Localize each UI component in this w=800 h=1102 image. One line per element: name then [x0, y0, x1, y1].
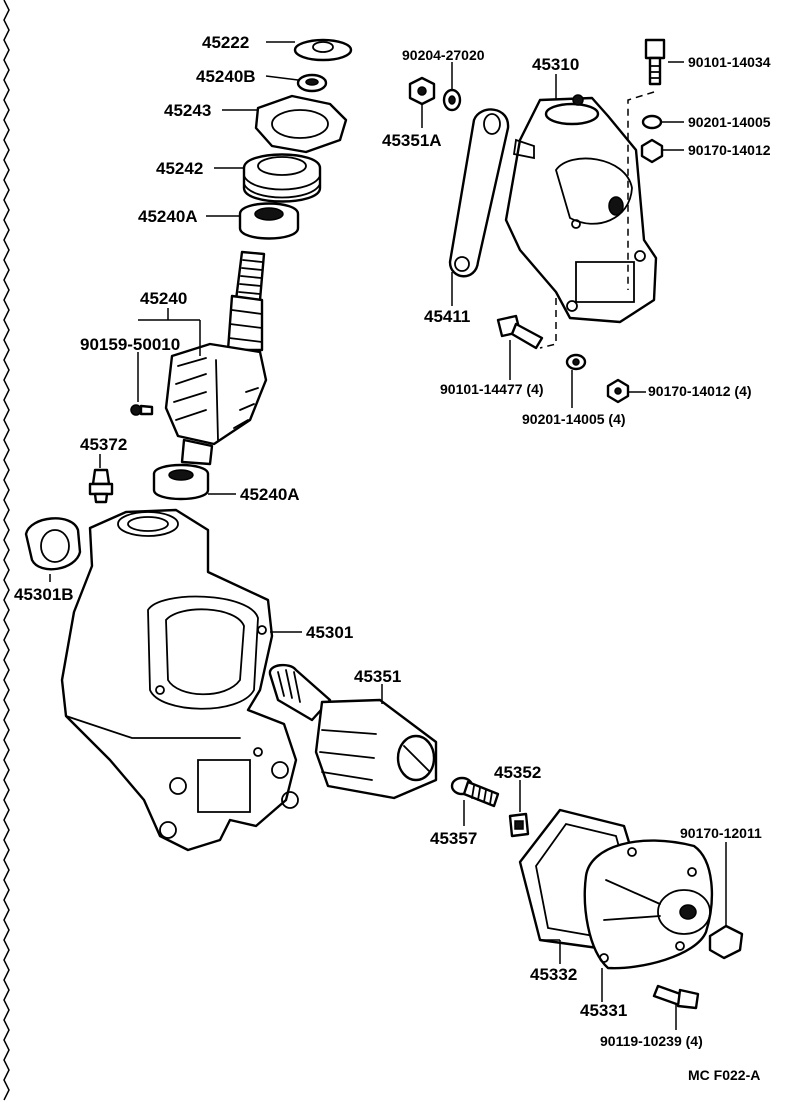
label-45357: 45357 [430, 829, 477, 848]
label-45301: 45301 [306, 623, 353, 642]
label-45332: 45332 [530, 965, 577, 984]
label-90201-14005-4: 90201-14005 (4) [522, 411, 626, 427]
label-45351a: 45351A [382, 131, 442, 150]
label-45351: 45351 [354, 667, 401, 686]
bearing-45240a-upper [238, 202, 300, 240]
bolt-90101-14477 [496, 314, 544, 350]
lock-nut-45243 [254, 94, 348, 154]
bolt-90119 [652, 984, 700, 1010]
label-45240: 45240 [140, 289, 187, 308]
nut-45351a-part [408, 76, 436, 106]
bearing-45240b [296, 73, 328, 93]
washer-90204 [442, 88, 462, 112]
nut-90170-14012-4 [606, 378, 630, 404]
label-45352: 45352 [494, 763, 541, 782]
label-90170-12011: 90170-12011 [680, 825, 762, 841]
label-45331: 45331 [580, 1001, 627, 1020]
label-90119-10239: 90119-10239 (4) [600, 1033, 703, 1049]
side-cover-45331 [583, 839, 714, 970]
label-45240b: 45240B [196, 67, 256, 86]
label-90101-14034: 90101-14034 [688, 54, 771, 70]
label-90201-14005: 90201-14005 [688, 114, 771, 130]
label-45310: 45310 [532, 55, 579, 74]
label-45240a-lower: 45240A [240, 485, 300, 504]
label-45222: 45222 [202, 33, 249, 52]
label-90170-14012-4: 90170-14012 (4) [648, 383, 752, 399]
oil-seal-45301b [24, 517, 82, 571]
washer-90201-14005 [641, 114, 663, 130]
label-45372: 45372 [80, 435, 127, 454]
plug-90159 [130, 404, 154, 416]
washer-90201-14005-4 [565, 353, 587, 371]
label-45301b: 45301B [14, 585, 74, 604]
bolt-alignment-line [627, 91, 655, 290]
shim-45352 [508, 812, 530, 838]
diagram-code: MC F022-A [688, 1067, 760, 1083]
sector-shaft-45351 [268, 663, 438, 800]
worm-shaft-45240 [164, 250, 268, 466]
adjusting-screw-45357 [450, 776, 500, 808]
mount-alignment-line [539, 298, 557, 349]
gear-housing-45301 [60, 508, 299, 852]
label-90170-14012: 90170-14012 [688, 142, 771, 158]
steering-box-45310 [504, 94, 658, 324]
pitman-arm-45411 [448, 108, 510, 278]
label-45242: 45242 [156, 159, 203, 178]
leader-lines [49, 41, 727, 1030]
bolt-90101-14034 [644, 38, 666, 86]
label-45243: 45243 [164, 101, 211, 120]
nut-90170-12011 [708, 924, 744, 960]
label-45411: 45411 [424, 307, 470, 326]
label-90204-27020: 90204-27020 [402, 47, 485, 63]
dust-cover-45222 [293, 38, 353, 62]
adjusting-screw-45242 [242, 153, 322, 203]
nut-90170-14012 [640, 138, 664, 164]
fitting-45372 [88, 468, 114, 504]
label-90101-14477: 90101-14477 (4) [440, 381, 544, 397]
label-90159-50010: 90159-50010 [80, 335, 180, 354]
left-border [3, 0, 10, 1101]
bearing-45240a-lower [152, 463, 210, 501]
label-45240a-upper: 45240A [138, 207, 198, 226]
